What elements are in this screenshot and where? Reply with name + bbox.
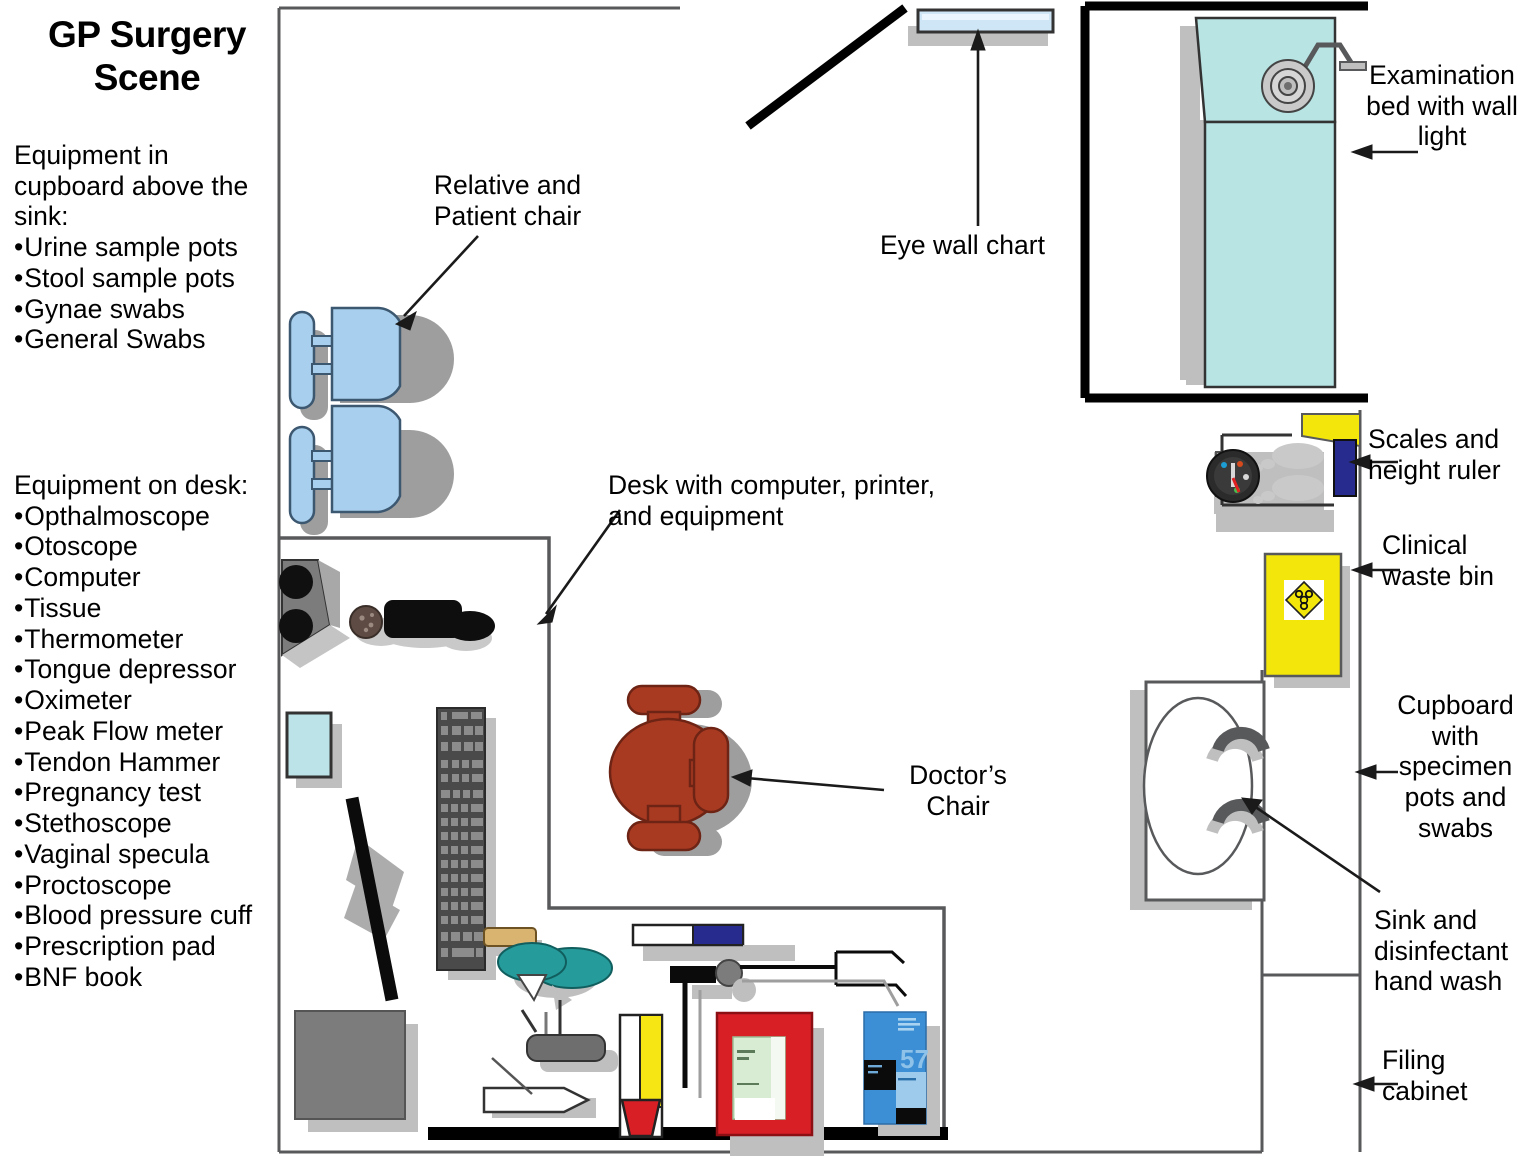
patient-chairs — [288, 306, 454, 535]
height-ruler-arm — [1301, 413, 1361, 448]
prescription-pad — [631, 923, 795, 961]
chair-armrest — [692, 726, 730, 814]
list-item: Urine sample pots — [14, 232, 286, 263]
callout-cupboard-specimen: Cupboard with specimen pots and swabs — [1397, 690, 1514, 843]
callout-desk-with-computer: Desk with computer, printer, and equipme… — [608, 470, 935, 531]
list-item: Peak Flow meter — [14, 716, 286, 747]
callout-filing-cabinet: Filing cabinet — [1382, 1045, 1468, 1106]
list-item: Stethoscope — [14, 808, 286, 839]
bnf-book: 57 — [863, 1011, 940, 1136]
list-item: Pregnancy test — [14, 777, 286, 808]
desk-equipment-panel: Equipment on desk: Opthalmoscope Otoscop… — [14, 470, 286, 992]
pregnancy-test — [715, 1011, 824, 1156]
desk-items: 57 — [279, 559, 940, 1156]
tap-upper — [1212, 726, 1270, 753]
peak-flow-meter — [618, 1013, 664, 1139]
thermometer — [482, 1057, 596, 1118]
sink-basin — [1142, 696, 1254, 876]
chair-headrest — [626, 684, 702, 716]
list-item: BNF book — [14, 962, 286, 993]
scales-and-height-ruler — [1206, 413, 1361, 532]
chair-armrest — [288, 310, 316, 410]
oximeter — [520, 1000, 618, 1072]
callout-sink-handwash: Sink and disinfectant hand wash — [1374, 905, 1509, 997]
wall-light — [1261, 42, 1367, 113]
list-item: Oximeter — [14, 685, 286, 716]
callout-scales-height-ruler: Scales and height ruler — [1368, 424, 1501, 485]
callout-leaders — [394, 28, 1418, 1092]
tendon-hammer — [670, 966, 732, 1098]
printer — [279, 559, 350, 668]
cupboard-panel-heading: Equipment in cupboard above the sink: — [14, 140, 249, 232]
list-item: Thermometer — [14, 624, 286, 655]
cupboard-equipment-panel: Equipment in cupboard above the sink: Ur… — [14, 140, 286, 355]
cupboard-equipment-list: Urine sample pots Stool sample pots Gyna… — [14, 232, 286, 355]
otoscope-ophthalmoscope — [349, 600, 495, 651]
biohazard-icon — [1294, 589, 1314, 611]
page-title: GP Surgery Scene — [48, 14, 246, 98]
door-line — [745, 4, 908, 130]
desk-front-edge — [428, 1127, 948, 1140]
desk-equipment-list: Opthalmoscope Otoscope Computer Tissue T… — [14, 501, 286, 993]
vaginal-specula — [497, 942, 613, 1010]
callout-examination-bed: Examination bed with wall light — [1366, 60, 1518, 152]
list-item: Tissue — [14, 593, 286, 624]
doctors-chair — [608, 684, 752, 856]
sink-unit — [1130, 680, 1270, 910]
list-item: Opthalmoscope — [14, 501, 286, 532]
height-ruler-post — [1333, 439, 1357, 497]
tissue-box — [294, 1010, 418, 1132]
list-item: Otoscope — [14, 531, 286, 562]
list-item: Proctoscope — [14, 870, 286, 901]
callout-eye-wall-chart: Eye wall chart — [880, 230, 1045, 260]
list-item: Computer — [14, 562, 286, 593]
chair-base — [626, 820, 702, 852]
bnf-edition-number: 57 — [900, 1044, 929, 1074]
list-item: Tongue depressor — [14, 654, 286, 685]
list-item: Vaginal specula — [14, 839, 286, 870]
clinical-waste-bin — [1263, 552, 1350, 688]
list-item: Blood pressure cuff — [14, 900, 286, 931]
callout-relative-patient-chair: Relative and Patient chair — [433, 170, 582, 231]
callout-clinical-waste-bin: Clinical waste bin — [1382, 530, 1494, 591]
list-item: Prescription pad — [14, 931, 286, 962]
list-item: Stool sample pots — [14, 263, 286, 294]
callout-doctors-chair: Doctor’s Chair — [909, 760, 1007, 821]
computer-monitor — [285, 711, 342, 788]
tap-lower — [1212, 798, 1270, 825]
biohazard-diamond — [1284, 580, 1324, 620]
list-item: Tendon Hammer — [14, 747, 286, 778]
desk-panel-heading: Equipment on desk: — [14, 470, 249, 500]
blood-pressure-cuff — [715, 950, 908, 1007]
examination-bed — [1180, 16, 1367, 389]
list-item: Gynae swabs — [14, 294, 286, 325]
list-item: General Swabs — [14, 324, 286, 355]
stethoscope — [344, 796, 404, 1002]
